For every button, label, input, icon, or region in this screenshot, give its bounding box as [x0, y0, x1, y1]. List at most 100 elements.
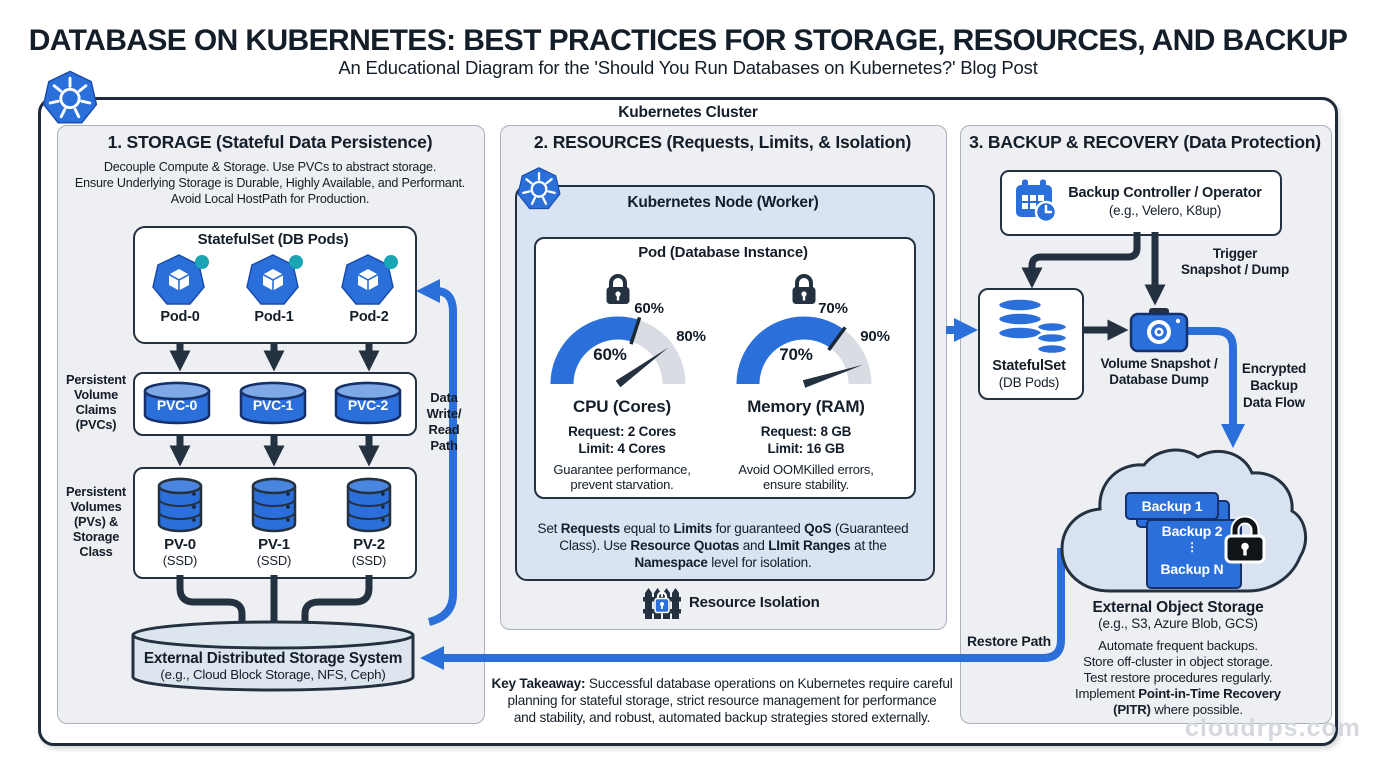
memory-request: Request: 8 GB [760, 424, 852, 439]
cpu-request: Request: 2 Cores [568, 424, 676, 439]
pod-icon [246, 254, 303, 305]
pv-label: PV-0 [164, 536, 196, 553]
pv-side-label: Volumes [70, 499, 122, 514]
pv-side-label: Class [79, 544, 113, 559]
backup-card-2-label: Backup 2 [1161, 523, 1223, 539]
key-takeaway-line1: Key Takeaway: Successful database operat… [491, 676, 953, 691]
key-takeaway-line3: and stability, and robust, automated bac… [513, 710, 931, 725]
cpu-note-2: prevent starvation. [570, 477, 674, 492]
encrypted-flow-line2: Backup [1250, 378, 1298, 393]
datapath-label: Path [430, 438, 458, 453]
external-storage-title: External Distributed Storage System [143, 650, 403, 667]
memory-gauge [736, 316, 872, 388]
pv-side-label: Persistent [66, 484, 126, 499]
key-takeaway-line2: planning for stateful storage, strict re… [507, 693, 937, 708]
backup-controller-title: Backup Controller / Operator [1068, 185, 1262, 201]
qos-note-line2: Class). Use Resource Quotas and LImit Ra… [559, 538, 887, 553]
pv-side-label: Storage [72, 529, 120, 544]
pv-stack-icon [251, 477, 297, 533]
pvc-side-label: (PVCs) [75, 417, 117, 432]
cpu-tick-value: 60% [634, 300, 664, 317]
calendar-clock-icon [1014, 178, 1058, 224]
storage-desc-1: Decouple Compute & Storage. Use PVCs to … [103, 160, 437, 174]
trigger-label-line1: Trigger [1212, 246, 1258, 261]
pv-label: PV-2 [353, 536, 385, 553]
storage-desc-3: Avoid Local HostPath for Production. [170, 192, 370, 206]
memory-center-value: 70% [779, 345, 813, 364]
snapshot-label-line2: Database Dump [1109, 372, 1209, 387]
pvc-side-label: Persistent [66, 372, 126, 387]
storage-desc-2: Ensure Underlying Storage is Durable, Hi… [74, 176, 466, 190]
pv-type-label: (SSD) [351, 553, 387, 568]
pod-label: Pod-2 [349, 309, 389, 325]
trigger-label-line2: Snapshot / Dump [1181, 262, 1289, 277]
object-storage-note-2: Store off-cluster in object storage. [1083, 654, 1273, 669]
statefulset-db-icon [996, 297, 1068, 356]
pv-label: PV-1 [258, 536, 290, 553]
pvc-cylinder-icon [334, 381, 402, 425]
backup-statefulset-title: StatefulSet [992, 358, 1066, 374]
object-storage-note-1: Automate frequent backups. [1098, 638, 1258, 653]
object-storage-note-5: (PITR) where possible. [1113, 702, 1243, 717]
pvc-label: PVC-2 [347, 397, 389, 413]
pv-side-label: (PVs) & [73, 514, 119, 529]
object-storage-title: External Object Storage [1092, 599, 1264, 616]
page-title: DATABASE ON KUBERNETES: BEST PRACTICES F… [28, 24, 1348, 57]
memory-note-2: ensure stability. [763, 477, 849, 492]
cluster-label: Kubernetes Cluster [618, 104, 758, 121]
isolation-label: Resource Isolation [689, 594, 820, 611]
pvc-cylinder-icon [143, 381, 211, 425]
cpu-needle-value: 80% [676, 328, 706, 345]
pod-instance-title: Pod (Database Instance) [638, 244, 808, 261]
cpu-gauge [550, 316, 686, 388]
page-subtitle: An Educational Diagram for the 'Should Y… [338, 57, 1038, 78]
qos-note-line3: Namespace level for isolation. [634, 555, 812, 570]
object-storage-note-4: Implement Point-in-Time Recovery [1075, 686, 1281, 701]
storage-title: 1. STORAGE (Stateful Data Persistence) [107, 132, 433, 152]
encrypted-flow-line1: Encrypted [1241, 361, 1307, 376]
pvc-side-label: Volume [73, 387, 119, 402]
pvc-label: PVC-1 [252, 397, 294, 413]
pod-label: Pod-1 [254, 309, 294, 325]
object-storage-note-3: Test restore procedures regularly. [1083, 670, 1273, 685]
datapath-label: Read [428, 422, 460, 437]
pvc-cylinder-icon [239, 381, 307, 425]
datapath-label: Write/ [426, 406, 462, 421]
cpu-name: CPU (Cores) [573, 397, 671, 416]
backup-card-ellipsis: ⋮ [1186, 540, 1198, 554]
cpu-limit: Limit: 4 Cores [578, 441, 666, 456]
pvc-label: PVC-0 [156, 397, 198, 413]
snapshot-label-line1: Volume Snapshot / [1100, 356, 1218, 371]
node-title: Kubernetes Node (Worker) [627, 194, 819, 211]
encrypted-flow-line3: Data Flow [1243, 395, 1305, 410]
memory-name: Memory (RAM) [747, 397, 865, 416]
cpu-center-value: 60% [593, 345, 627, 364]
fence-isolation-icon [643, 586, 681, 621]
pod-icon [341, 254, 398, 305]
memory-limit: Limit: 16 GB [767, 441, 845, 456]
statefulset-box-title: StatefulSet (DB Pods) [197, 231, 349, 248]
backup-statefulset-subtitle: (DB Pods) [998, 375, 1060, 390]
backup-card-1: Backup 1 [1125, 492, 1219, 520]
object-storage-subtitle: (e.g., S3, Azure Blob, GCS) [1098, 616, 1258, 631]
datapath-label: Data [430, 390, 458, 405]
pv-type-label: (SSD) [162, 553, 198, 568]
restore-path-label: Restore Path [967, 633, 1051, 649]
resources-title: 2. RESOURCES (Requests, Limits, & Isolat… [533, 132, 912, 152]
backup-title: 3. BACKUP & RECOVERY (Data Protection) [969, 132, 1321, 152]
backup-controller-subtitle: (e.g., Velero, K8up) [1108, 203, 1222, 218]
qos-note-line1: Set Requests equal to Limits for guarant… [537, 521, 909, 536]
backup-card-n-label: Backup N [1160, 561, 1224, 577]
pod-label: Pod-0 [160, 309, 200, 325]
memory-tick-value: 70% [818, 300, 848, 317]
pod-icon [152, 254, 209, 305]
camera-snapshot-icon [1129, 306, 1189, 353]
external-storage-subtitle: (e.g., Cloud Block Storage, NFS, Ceph) [160, 667, 386, 682]
pv-type-label: (SSD) [256, 553, 292, 568]
pvc-side-label: Claims [75, 402, 117, 417]
cpu-note-1: Guarantee performance, [553, 462, 691, 477]
watermark: cloudrps.com [1185, 714, 1361, 742]
pv-stack-icon [157, 477, 203, 533]
memory-note-1: Avoid OOMKilled errors, [738, 462, 874, 477]
